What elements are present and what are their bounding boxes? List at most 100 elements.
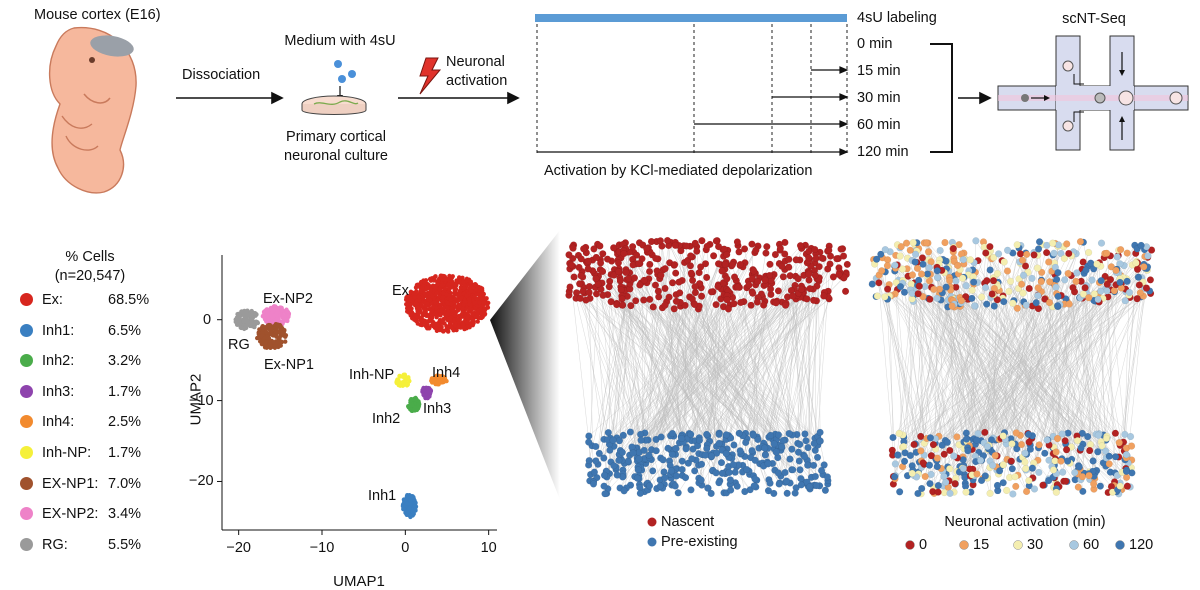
- umap-point: [441, 329, 445, 333]
- cluster-label-ex-np2: Ex-NP2: [263, 292, 313, 307]
- network-node: [1054, 302, 1061, 309]
- network-node: [687, 252, 694, 259]
- umap-point: [443, 287, 447, 291]
- network-node: [1061, 276, 1068, 283]
- network-node: [1062, 437, 1069, 444]
- network-node: [796, 441, 803, 448]
- network-node: [640, 297, 647, 304]
- network-node: [1044, 437, 1051, 444]
- network-node: [869, 281, 876, 288]
- network-node: [619, 449, 626, 456]
- network-node: [1012, 473, 1019, 480]
- network-node: [953, 278, 960, 285]
- activation-legend-label: 0: [919, 538, 927, 553]
- umap-point: [241, 309, 245, 313]
- umap-point: [420, 390, 424, 394]
- network-node: [812, 473, 819, 480]
- network-node: [653, 447, 660, 454]
- umap-point: [485, 303, 489, 307]
- umap-point: [283, 314, 287, 318]
- network-node: [946, 465, 953, 472]
- network-node: [1147, 277, 1154, 284]
- network-node: [1143, 285, 1150, 292]
- cluster-label-inh-np: Inh-NP: [349, 368, 394, 383]
- network-node: [775, 470, 782, 477]
- umap-point: [449, 302, 453, 306]
- network-node: [731, 274, 738, 281]
- network-node: [811, 246, 818, 253]
- network-node: [1031, 486, 1038, 493]
- network-node: [1000, 298, 1007, 305]
- network-node: [1034, 292, 1041, 299]
- umap-point: [267, 336, 271, 340]
- network-node: [884, 262, 891, 269]
- umap-point: [445, 312, 449, 316]
- cluster-label-inh1: Inh1: [368, 489, 396, 504]
- network-node: [619, 302, 626, 309]
- network-node: [797, 466, 804, 473]
- network-node: [949, 303, 956, 310]
- network-node: [901, 458, 908, 465]
- network-node: [646, 261, 653, 268]
- umap-point: [411, 495, 415, 499]
- timepoint-0: 0 min: [857, 37, 892, 52]
- network-node: [731, 442, 738, 449]
- umap-point: [420, 285, 424, 289]
- umap-point: [278, 335, 282, 339]
- network-node: [787, 456, 794, 463]
- umap-point: [482, 292, 486, 296]
- network-node: [675, 489, 682, 496]
- activation-swatch: [1116, 541, 1125, 550]
- network-node: [1089, 277, 1096, 284]
- network-node: [915, 277, 922, 284]
- network-node: [765, 460, 772, 467]
- network-node: [634, 475, 641, 482]
- network-node: [691, 467, 698, 474]
- umap-point: [238, 314, 242, 318]
- network-node: [812, 272, 819, 279]
- umap-point: [462, 286, 466, 290]
- network-node: [876, 279, 883, 286]
- network-node: [614, 472, 621, 479]
- umap-point: [280, 308, 284, 312]
- umap-point: [444, 278, 448, 282]
- umap-point: [257, 327, 261, 331]
- network-node: [1063, 241, 1070, 248]
- network-edge: [1089, 298, 1098, 452]
- network-node: [716, 440, 723, 447]
- network-nascent-preexisting: [565, 237, 850, 497]
- network-node: [688, 270, 695, 277]
- legend-item-pct: 1.7%: [108, 385, 141, 400]
- network-node: [1079, 473, 1086, 480]
- umap-point: [420, 323, 424, 327]
- network-node: [669, 451, 676, 458]
- network-node: [1054, 435, 1061, 442]
- network-node: [805, 444, 812, 451]
- network-node: [604, 256, 611, 263]
- network-node: [946, 277, 953, 284]
- lightning-icon: [420, 58, 440, 94]
- network-node: [696, 269, 703, 276]
- medium-label: Medium with 4sU: [284, 34, 395, 49]
- network-node: [827, 261, 834, 268]
- network-node: [1114, 254, 1121, 261]
- network-node: [1124, 483, 1131, 490]
- umap-point: [449, 275, 453, 279]
- network-node: [1029, 465, 1036, 472]
- network-node: [792, 490, 799, 497]
- network-node: [900, 443, 907, 450]
- umap-point: [481, 300, 485, 304]
- network-node: [1026, 285, 1033, 292]
- network-node: [818, 467, 825, 474]
- network-node: [703, 445, 710, 452]
- network-node: [1083, 267, 1090, 274]
- network-node: [646, 482, 653, 489]
- network-node: [593, 275, 600, 282]
- network-node: [1058, 458, 1065, 465]
- network-node: [810, 462, 817, 469]
- network-node: [950, 453, 957, 460]
- network-node: [925, 248, 932, 255]
- network-node: [770, 490, 777, 497]
- network-node: [1003, 487, 1010, 494]
- network-node: [878, 267, 885, 274]
